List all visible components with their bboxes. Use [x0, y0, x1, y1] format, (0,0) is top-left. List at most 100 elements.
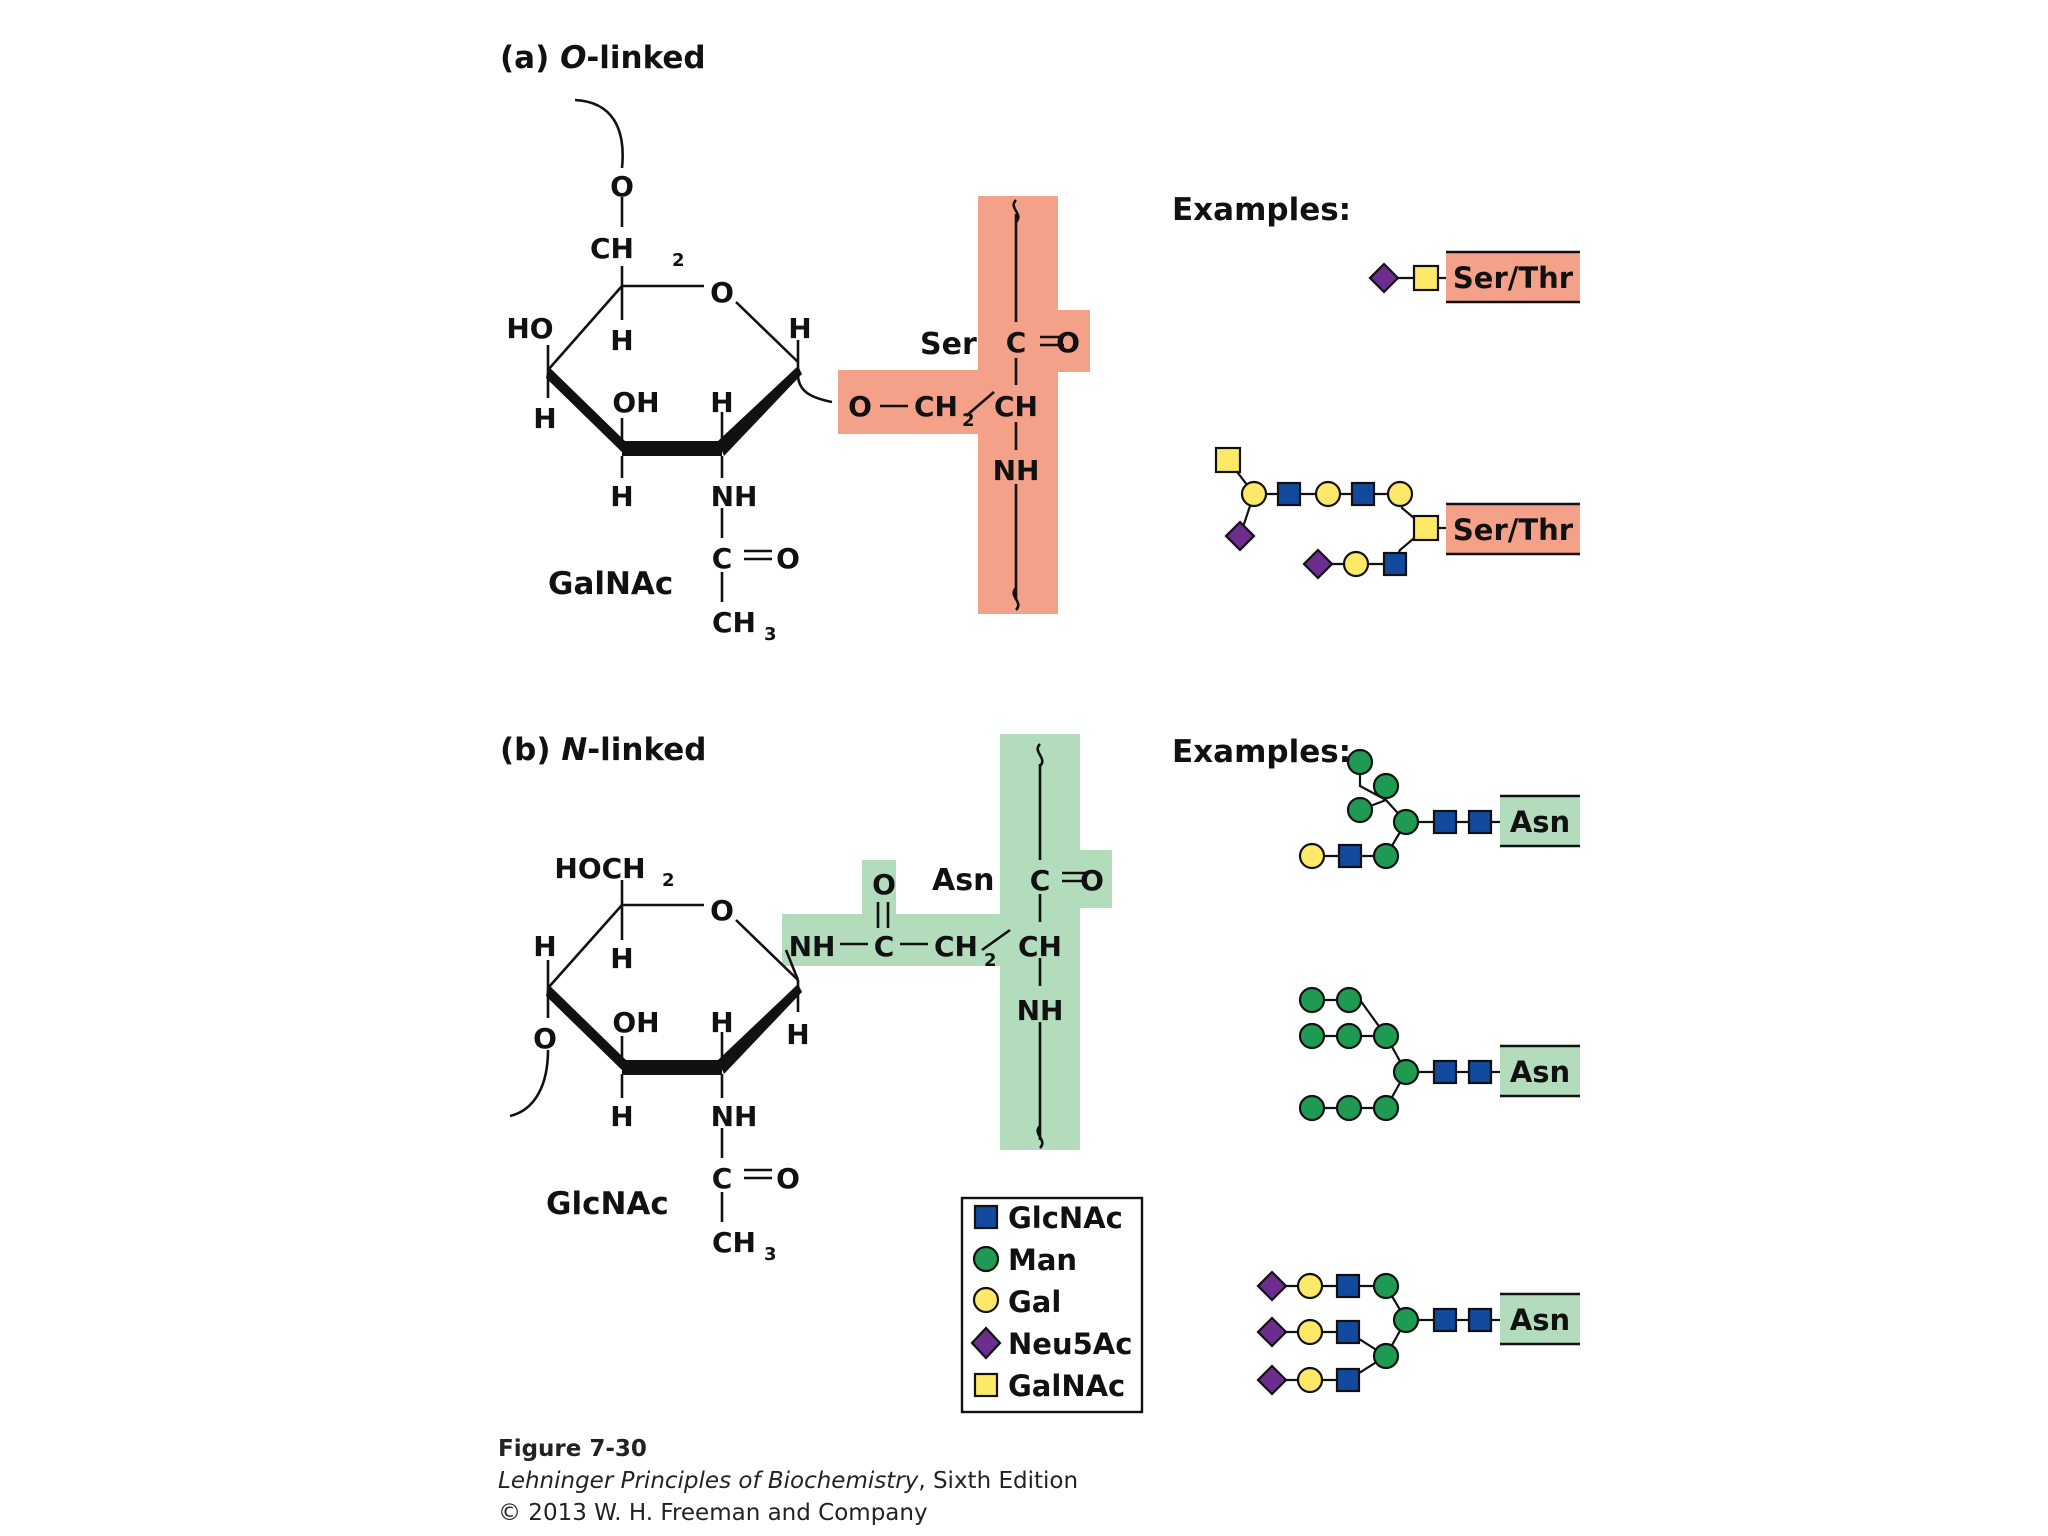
atom-label: H: [533, 930, 556, 963]
gal-icon: [1342, 550, 1370, 578]
examples-b-label: Examples:: [1172, 734, 1351, 770]
symbol-legend: GlcNAc Man Gal Neu5Ac GalNAc: [960, 1196, 1144, 1414]
atom-label: 2: [672, 250, 685, 271]
gal-icon: [1298, 842, 1326, 870]
asn-anchor-box: [1500, 1294, 1580, 1344]
man-icon: [1392, 808, 1420, 836]
n-glycan-example-3: Asn: [1256, 1270, 1580, 1396]
glcnac-icon: [1335, 1273, 1361, 1299]
atom-label: NH: [711, 1100, 758, 1133]
atom-label: C: [1030, 864, 1051, 897]
glcnac-icon: [1467, 809, 1493, 835]
ring-oxygen-label: O: [710, 894, 734, 927]
atom-label: O: [776, 1162, 800, 1195]
atom-label: 3: [764, 1244, 777, 1265]
ser-highlight-band: [838, 196, 1090, 614]
neu5ac-icon: [1256, 1316, 1288, 1348]
purple-diamond-icon: [970, 1326, 1002, 1360]
man-icon: [1372, 842, 1400, 870]
n-glycan-example-1: Asn: [1298, 748, 1580, 870]
glcnac-icon: [1337, 843, 1363, 869]
panel-b-heading: (b) N-linked: [500, 732, 706, 768]
atom-label: C: [1006, 326, 1027, 359]
atom-label: NH: [1017, 994, 1064, 1027]
legend-label-gal: Gal: [1008, 1285, 1061, 1319]
man-icon: [1392, 1306, 1420, 1334]
man-icon: [1372, 1272, 1400, 1300]
man-icon: [1346, 796, 1374, 824]
atom-label: NH: [711, 480, 758, 513]
glcnac-icon: [1335, 1367, 1361, 1393]
green-circle-icon: [972, 1245, 1000, 1273]
atom-label: O: [533, 1022, 557, 1055]
examples-a-label: Examples:: [1172, 192, 1351, 228]
yellow-circle-icon: [972, 1286, 1000, 1314]
galnac-icon: [1214, 446, 1242, 474]
copyright-line: © 2013 W. H. Freeman and Company: [498, 1500, 928, 1526]
atom-label: C: [874, 930, 895, 963]
ser-thr-anchor-label: Ser/Thr: [1453, 513, 1574, 547]
asn-anchor-label: Asn: [1510, 1303, 1570, 1337]
atom-label: 2: [984, 950, 997, 971]
o-glycan-example-1: Ser/Thr: [1368, 250, 1580, 304]
atom-label: CH: [934, 930, 978, 963]
ser-residue-label: Ser: [920, 327, 977, 362]
backbone-curve: [574, 98, 624, 169]
atom-label: H: [533, 402, 556, 435]
atom-label: O: [872, 868, 896, 901]
atom-label: CH: [1018, 930, 1062, 963]
atom-label: NH: [993, 454, 1040, 487]
atom-label: HO: [506, 312, 553, 345]
wavy-chain: [1012, 199, 1020, 611]
asn-residue-label: Asn: [932, 863, 994, 898]
atom-label: H: [610, 324, 633, 357]
glcnac-icon: [1467, 1059, 1493, 1085]
neu5ac-icon: [1224, 520, 1256, 552]
glcnac-icon: [1432, 809, 1458, 835]
atom-label: H: [788, 312, 811, 345]
glcnac-icon: [1432, 1059, 1458, 1085]
man-icon: [1372, 1094, 1400, 1122]
atom-label: H: [610, 942, 633, 975]
gal-icon: [1296, 1366, 1324, 1394]
galnac-sugar-label: GalNAc: [548, 566, 673, 602]
panel-a-heading: (a) O-linked: [500, 40, 706, 76]
asn-anchor-label: Asn: [1510, 805, 1570, 839]
atom-label: 2: [662, 870, 675, 891]
glcnac-icon: [1350, 481, 1376, 507]
man-icon: [1372, 1022, 1400, 1050]
atom-label: H: [610, 1100, 633, 1133]
atom-label: OH: [612, 1006, 659, 1039]
atom-label: CH: [712, 1226, 756, 1259]
atom-label: H: [710, 1006, 733, 1039]
galnac-icon: [1412, 264, 1440, 292]
man-icon: [1346, 748, 1374, 776]
legend-label-glcnac: GlcNAc: [1008, 1201, 1123, 1235]
o-glycan-example-2: Ser/Thr: [1214, 446, 1580, 580]
gal-icon: [1296, 1272, 1324, 1300]
ring-wedge-left: [546, 366, 626, 456]
gal-icon: [1240, 480, 1268, 508]
man-icon: [1298, 1022, 1326, 1050]
atom-label: CH: [914, 390, 958, 423]
neu5ac-icon: [1256, 1364, 1288, 1396]
asn-anchor-box: [1500, 796, 1580, 846]
atom-label: O: [776, 542, 800, 575]
gal-icon: [1386, 480, 1414, 508]
ring-oxygen-label: O: [710, 276, 734, 309]
atom-label: CH: [712, 606, 756, 639]
atom-label: H: [786, 1018, 809, 1051]
man-icon: [1392, 1058, 1420, 1086]
atom-label: OH: [612, 386, 659, 419]
man-icon: [1372, 772, 1400, 800]
man-icon: [1372, 1342, 1400, 1370]
legend-label-man: Man: [1008, 1243, 1077, 1277]
man-icon: [1335, 986, 1363, 1014]
ring-wedge-right: [718, 366, 802, 456]
neu5ac-icon: [1256, 1270, 1288, 1302]
atom-label: C: [712, 542, 733, 575]
asn-anchor-label: Asn: [1510, 1055, 1570, 1089]
neu5ac-icon: [1368, 262, 1400, 294]
